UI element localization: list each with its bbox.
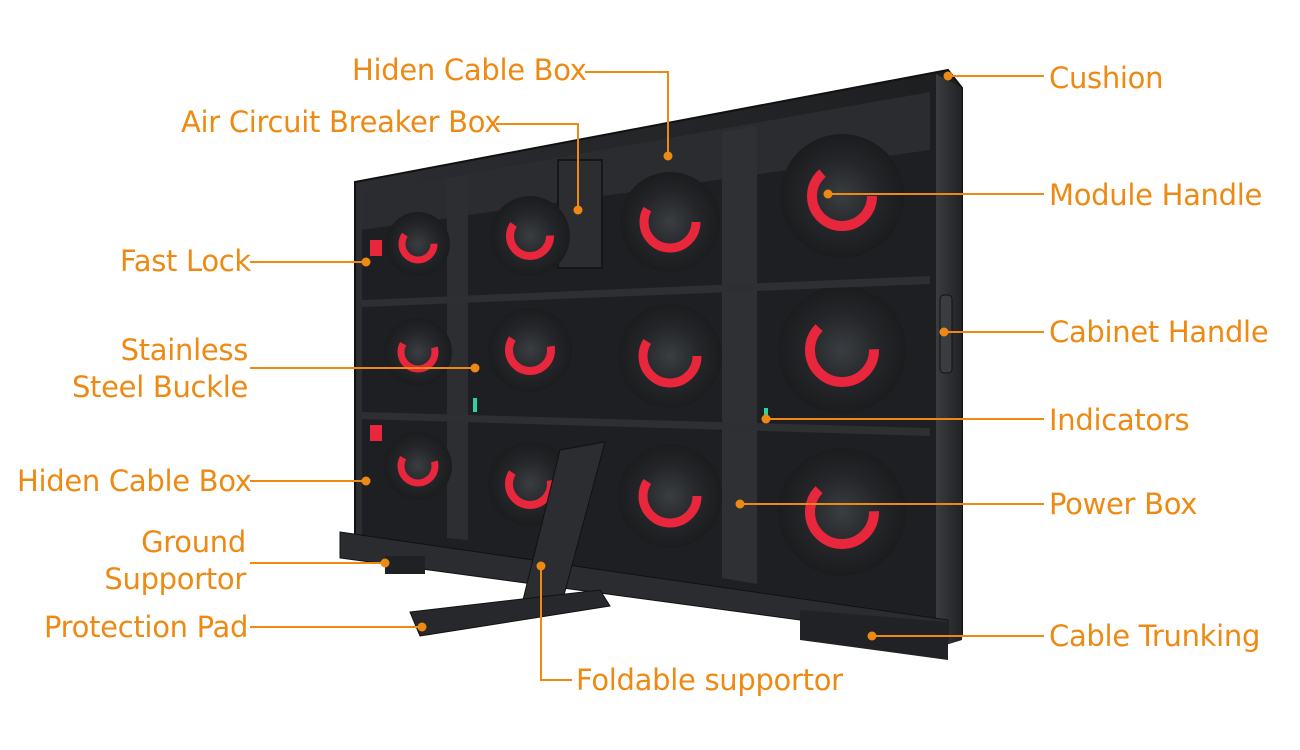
label-protection-pad: Protection Pad (44, 610, 249, 644)
label-air-circuit-breaker-box: Air Circuit Breaker Box (181, 105, 502, 139)
label-cushion: Cushion (1049, 61, 1164, 95)
indicator-lights-icon (473, 398, 477, 412)
fast-lock-icon (370, 240, 382, 256)
label-cabinet-handle: Cabinet Handle (1049, 315, 1269, 349)
leader-air-circuit-breaker (496, 123, 579, 208)
module-grid (384, 134, 906, 576)
rail (362, 276, 930, 307)
label-ground-line-2: Supportor (104, 562, 246, 596)
column-1 (447, 175, 468, 540)
fast-lock-icon (370, 425, 382, 441)
label-stainless-line-2: Steel Buckle (71, 370, 248, 404)
module-fan (384, 134, 906, 576)
leader-lines (250, 71, 1044, 681)
label-hiden-cable-box-top: Hiden Cable Box (352, 53, 587, 87)
label-module-handle: Module Handle (1049, 178, 1263, 212)
label-fast-lock: Fast Lock (120, 244, 251, 278)
label-stainless-steel-buckle: Stainless Steel Buckle (72, 332, 248, 406)
label-ground-supportor: Ground Supportor (104, 524, 246, 598)
label-power-box: Power Box (1049, 487, 1198, 521)
label-cable-trunking: Cable Trunking (1049, 619, 1261, 653)
leader-dots (361, 71, 953, 641)
label-indicators: Indicators (1049, 403, 1190, 437)
column-2 (722, 126, 757, 584)
label-ground-line-1: Ground (141, 525, 246, 559)
top-hidden-cable-box (362, 92, 930, 230)
led-cabinet (339, 68, 963, 660)
label-stainless-line-1: Stainless (120, 333, 249, 367)
label-foldable-supportor: Foldable supportor (576, 663, 843, 697)
leader-foldable-supportor (540, 566, 572, 681)
rail (362, 412, 930, 436)
foot (385, 556, 425, 574)
leader-hiden-cable-box-top (585, 71, 669, 154)
label-hiden-cable-box-left: Hiden Cable Box (17, 464, 252, 498)
protection-pad-base (409, 589, 611, 637)
